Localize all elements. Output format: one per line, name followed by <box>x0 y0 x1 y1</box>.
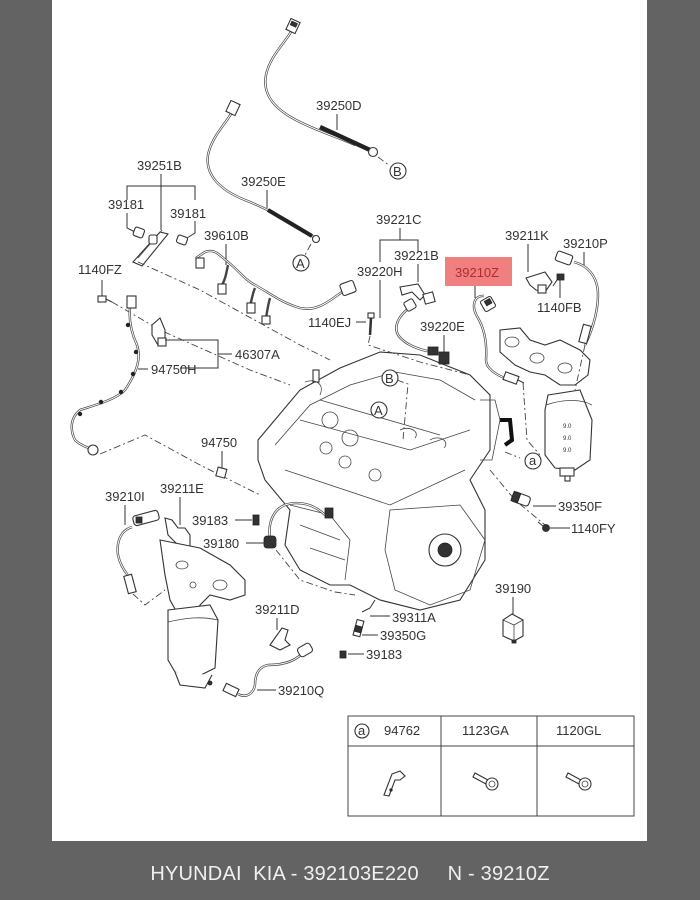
label-39221B[interactable]: 39221B <box>394 248 439 263</box>
label-39221C[interactable]: 39221C <box>376 212 422 227</box>
ref-marker-b-engine: B <box>381 369 399 387</box>
label-39210P[interactable]: 39210P <box>563 236 608 251</box>
svg-text:a: a <box>358 723 366 738</box>
wiring-harness-39610B[interactable] <box>195 249 357 325</box>
sensor-cable-39250D[interactable] <box>264 17 379 158</box>
svg-text:B: B <box>393 164 402 179</box>
svg-text:a: a <box>529 453 537 468</box>
label-1140EJ[interactable]: 1140EJ <box>308 315 351 330</box>
bracket-39211D[interactable] <box>269 627 291 651</box>
svg-text:B: B <box>385 371 394 386</box>
bolt-icon <box>565 772 592 791</box>
bracket-39221B[interactable] <box>399 283 436 305</box>
label-39181-right[interactable]: 39181 <box>170 206 206 221</box>
label-1140FZ[interactable]: 1140FZ <box>78 262 122 277</box>
bolt-1140FY[interactable] <box>537 521 550 532</box>
footer-caption: HYUNDAI KIA - 392103E220 N - 39210Z <box>0 848 700 900</box>
label-39211D[interactable]: 39211D <box>255 602 300 617</box>
exhaust-manifold-right: 9.0 9.0 9.0 <box>499 327 593 482</box>
label-39210I[interactable]: 39210I <box>105 489 145 504</box>
sensor-39350F[interactable] <box>510 490 531 507</box>
connector-39181-right[interactable] <box>175 234 189 246</box>
bolt-1140EJ[interactable] <box>367 312 375 336</box>
relay-39190[interactable] <box>502 613 524 644</box>
legend-table <box>347 715 635 817</box>
label-94750[interactable]: 94750 <box>201 435 237 450</box>
svg-text:A: A <box>374 403 383 418</box>
label-39210Q[interactable]: 39210Q <box>278 683 324 698</box>
ref-marker-b-upper: B <box>389 162 407 180</box>
sensor-39350G[interactable] <box>352 618 365 638</box>
bolt-icon <box>472 772 499 791</box>
engine-block <box>257 351 515 611</box>
bracket-39211E[interactable] <box>164 517 191 549</box>
label-39250E[interactable]: 39250E <box>241 174 286 189</box>
label-46307A[interactable]: 46307A <box>235 347 280 362</box>
svg-text:A: A <box>296 256 305 271</box>
oxygen-sensor-39210Z[interactable] <box>472 294 525 385</box>
label-39181-left[interactable]: 39181 <box>108 197 144 212</box>
exhaust-manifold-left <box>159 539 246 689</box>
svg-text:9.0: 9.0 <box>563 424 572 430</box>
clip-46307A[interactable] <box>151 317 167 347</box>
label-39211E[interactable]: 39211E <box>160 481 204 496</box>
label-39190[interactable]: 39190 <box>495 581 531 596</box>
label-39220H[interactable]: 39220H <box>357 264 403 279</box>
label-1140FY[interactable]: 1140FY <box>571 521 616 536</box>
label-1140FB[interactable]: 1140FB <box>537 300 582 315</box>
footer-brand-part-number: HYUNDAI KIA - 392103E220 <box>150 863 419 885</box>
label-39610B[interactable]: 39610B <box>204 228 249 243</box>
legend-cell-94762[interactable]: a 94762 <box>354 723 420 797</box>
bracket-icon <box>383 770 406 797</box>
svg-text:9.0: 9.0 <box>563 448 572 454</box>
highlight-39210Z <box>445 257 512 286</box>
label-39210Z[interactable]: 39210Z <box>455 265 499 280</box>
ref-marker-a-upper: A <box>292 254 310 272</box>
bolt-1140FZ[interactable] <box>97 295 113 303</box>
sensor-cable-39220H[interactable] <box>395 298 439 356</box>
sensor-94750[interactable] <box>215 466 228 479</box>
bolt-39183-low[interactable] <box>339 650 347 659</box>
sensor-cable-39250E[interactable] <box>206 99 321 244</box>
sensor-cable-94750H[interactable] <box>70 295 140 456</box>
legend-cell-1123GA[interactable]: 1123GA <box>462 723 509 791</box>
oxygen-sensor-39210Q[interactable] <box>222 642 314 698</box>
sensor-39220E[interactable] <box>438 351 450 365</box>
ref-marker-a-right: a <box>524 452 542 470</box>
bracket-39251B[interactable] <box>132 226 169 267</box>
svg-text:9.0: 9.0 <box>563 436 572 442</box>
label-39250D[interactable]: 39250D <box>316 98 362 113</box>
footer-catalog-number: N - 39210Z <box>447 863 550 885</box>
ref-marker-a-engine: A <box>370 401 388 419</box>
label-39220E[interactable]: 39220E <box>420 319 465 334</box>
legend-part-1123GA: 1123GA <box>462 723 509 738</box>
legend-cell-1120GL[interactable]: 1120GL <box>556 723 601 791</box>
label-39183-mid[interactable]: 39183 <box>192 513 228 528</box>
sensor-39180[interactable] <box>263 501 334 549</box>
oxygen-sensor-39210I[interactable] <box>116 509 160 595</box>
label-39350F[interactable]: 39350F <box>558 499 602 514</box>
legend-part-94762: 94762 <box>384 723 420 738</box>
legend-part-1120GL: 1120GL <box>556 723 601 738</box>
label-39180[interactable]: 39180 <box>203 536 239 551</box>
label-39211K[interactable]: 39211K <box>505 228 549 243</box>
bolt-39183-mid[interactable] <box>252 514 260 526</box>
bolt-1140FB[interactable] <box>552 273 565 287</box>
label-39311A[interactable]: 39311A <box>392 610 436 625</box>
label-39183-low[interactable]: 39183 <box>366 647 402 662</box>
label-39350G[interactable]: 39350G <box>380 628 426 643</box>
oxygen-sensor-39210P[interactable] <box>554 250 600 346</box>
bracket-39211K[interactable] <box>525 271 553 294</box>
label-94750H[interactable]: 94750H <box>151 362 197 377</box>
label-39251B[interactable]: 39251B <box>137 158 182 173</box>
